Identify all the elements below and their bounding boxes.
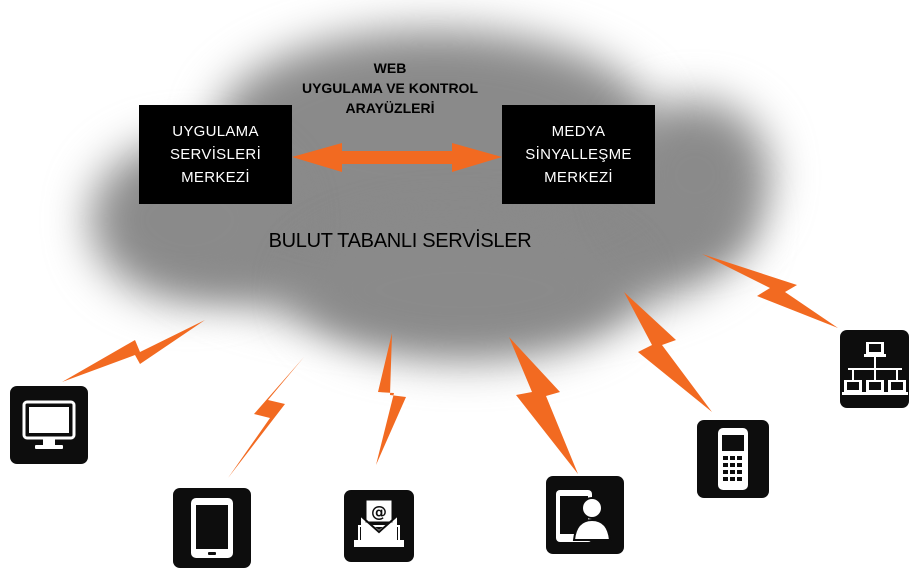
media-signaling-box: MEDYA SİNYALLEŞME MERKEZİ [502, 105, 655, 204]
monitor-icon [10, 386, 88, 464]
double-arrow [292, 143, 502, 172]
mobile-phone-icon [697, 420, 769, 498]
lightning-bolt [509, 337, 578, 474]
user-tablet-icon [546, 476, 624, 554]
lightning-bolt [624, 292, 712, 412]
cloud-label: BULUT TABANLI SERVİSLER [268, 230, 532, 252]
application-services-box: UYGULAMA SERVİSLERİ MERKEZİ [139, 105, 292, 204]
lightning-bolt [62, 320, 205, 382]
lightning-bolt [228, 357, 304, 478]
svg-text:@: @ [371, 502, 387, 521]
web-label: WEB UYGULAMA VE KONTROL ARAYÜZLERİ [301, 60, 479, 116]
lightning-bolt [376, 333, 406, 465]
tablet-icon [173, 488, 251, 568]
network-icon [840, 330, 909, 408]
lightning-bolt [702, 254, 838, 328]
email-laptop-icon: @ [344, 490, 414, 562]
